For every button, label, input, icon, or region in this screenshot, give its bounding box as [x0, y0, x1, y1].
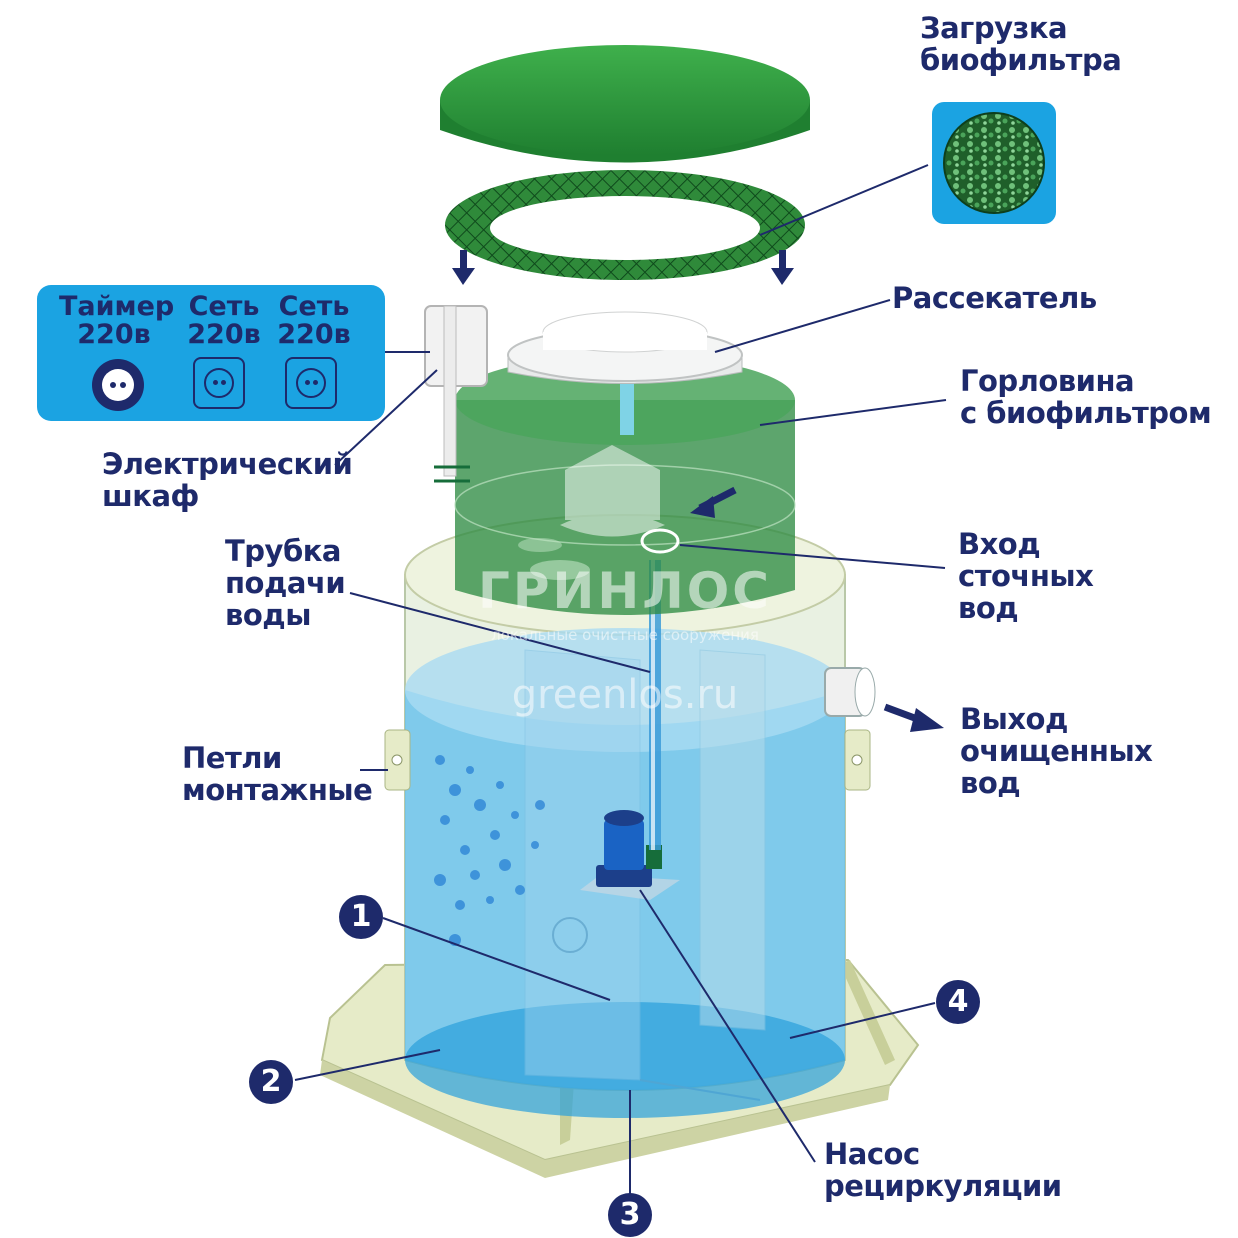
- leader-lines: [294, 164, 947, 1195]
- recirculation-pump: [580, 810, 680, 900]
- watermark-url: greenlos.ru: [511, 672, 739, 718]
- watermark-tagline: локальные очистные сооружения: [491, 626, 759, 644]
- square-socket-icon: [285, 357, 337, 409]
- watermark-brand: ГРИНЛОС: [478, 562, 772, 620]
- green-lid: [440, 45, 810, 163]
- arrow-inlet-icon: [690, 486, 737, 518]
- badge-3: 3: [608, 1193, 652, 1237]
- splitter: [507, 311, 743, 435]
- badge-4: 4: [936, 980, 980, 1024]
- mesh-ring: [445, 170, 805, 280]
- arrow-outlet-icon: [883, 703, 944, 732]
- square-socket-icon: [193, 357, 245, 409]
- round-socket-icon: [92, 359, 144, 411]
- biofilter-granules: [932, 102, 1056, 224]
- watermark-logo-icon: [560, 445, 665, 537]
- badge-1: 1: [339, 895, 383, 939]
- arrow-down-icon: [452, 250, 794, 285]
- label-splitter: Рассекатель: [892, 281, 1097, 315]
- electric-cabinet: [424, 305, 488, 483]
- badge-2: 2: [249, 1060, 293, 1104]
